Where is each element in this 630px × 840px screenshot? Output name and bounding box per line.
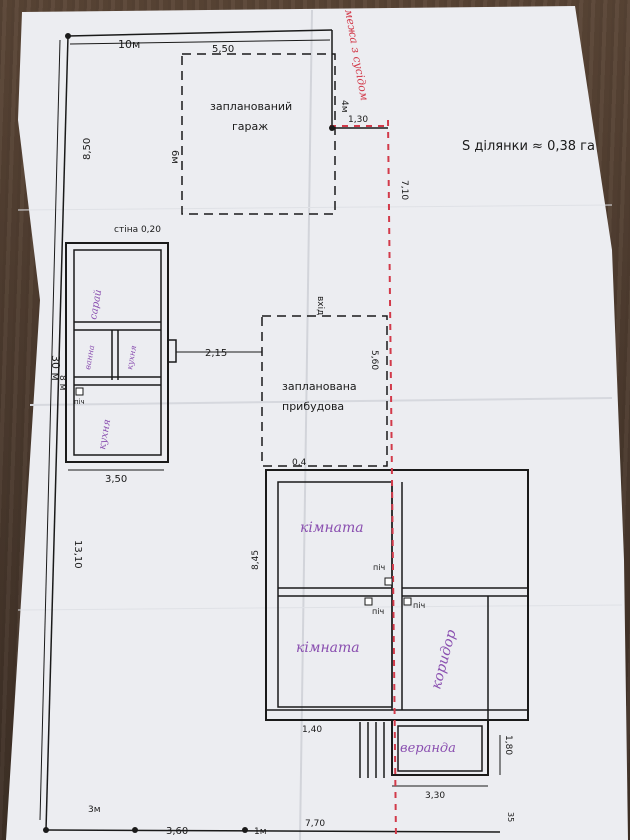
- planned-garage: [181, 53, 336, 215]
- label-4m: 4м: [339, 100, 349, 113]
- veranda: [391, 719, 489, 776]
- label-left-bottom: 13,10: [72, 540, 83, 569]
- label-room2: кімната: [296, 640, 360, 656]
- label-plot-area: S ділянки ≈ 0,38 га: [462, 139, 595, 154]
- label-entry: вхід: [315, 296, 325, 315]
- label-140: 1,40: [302, 725, 322, 735]
- label-130: 1,30: [348, 115, 368, 125]
- label-room1: кімната: [300, 520, 364, 536]
- label-gap: 2,15: [205, 348, 227, 359]
- label-330: 3,30: [425, 791, 445, 801]
- boundary-top: [67, 29, 333, 37]
- label-wall: стіна 0,20: [114, 225, 161, 235]
- label-outbuilding-mid2: кухня: [125, 345, 138, 371]
- label-top-width: 10м: [118, 38, 140, 51]
- label-845: 8,45: [251, 550, 261, 570]
- fold-line-vertical: [299, 9, 313, 840]
- label-bottom-360: 3,60: [166, 826, 188, 837]
- label-bottom-1m: 1м: [254, 827, 267, 837]
- label-bottom-770: 7,70: [305, 819, 325, 829]
- label-garage-name-2: гараж: [232, 120, 268, 133]
- label-bottom-35: 35: [506, 812, 515, 822]
- stove-markers: [75, 387, 412, 606]
- label-garage-width: 5,50: [212, 44, 234, 55]
- neighbor-boundary: [387, 119, 397, 840]
- label-veranda: веранда: [400, 741, 456, 756]
- label-planned-build-1: запланована: [282, 380, 357, 393]
- label-left-top: 8,50: [82, 138, 93, 160]
- label-planned-build-2: прибудова: [282, 400, 344, 413]
- label-560: 5,60: [369, 350, 379, 370]
- label-garage-name-1: запланований: [210, 100, 292, 113]
- label-outbuilding-top: сарай: [88, 289, 104, 321]
- boundary-left: [45, 35, 69, 831]
- outbuilding-inner: [73, 249, 162, 456]
- label-outbuilding-stove: піч: [74, 398, 85, 406]
- label-total-length: 30 м: [49, 355, 62, 381]
- boundary-bottom: [45, 829, 501, 833]
- label-stove-3: піч: [413, 601, 425, 610]
- paper: [6, 6, 628, 840]
- label-04: 0,4: [292, 458, 307, 468]
- label-outbuilding-mid1: ванна: [83, 344, 96, 370]
- planned-extension: [261, 315, 388, 467]
- label-710: 7,10: [399, 180, 409, 200]
- fold-line-horizontal: [29, 397, 613, 406]
- label-outbuilding-width: 3,50: [105, 474, 127, 485]
- label-bottom-3m: 3м: [88, 805, 101, 815]
- label-garage-depth: 6м: [169, 150, 180, 164]
- label-outbuilding-depth: 8 м: [57, 375, 67, 390]
- label-stove-2: піч: [372, 607, 384, 616]
- label-stove-1: піч: [373, 563, 385, 572]
- label-outbuilding-bottom: кухня: [97, 418, 113, 450]
- label-180: 1,80: [503, 735, 513, 755]
